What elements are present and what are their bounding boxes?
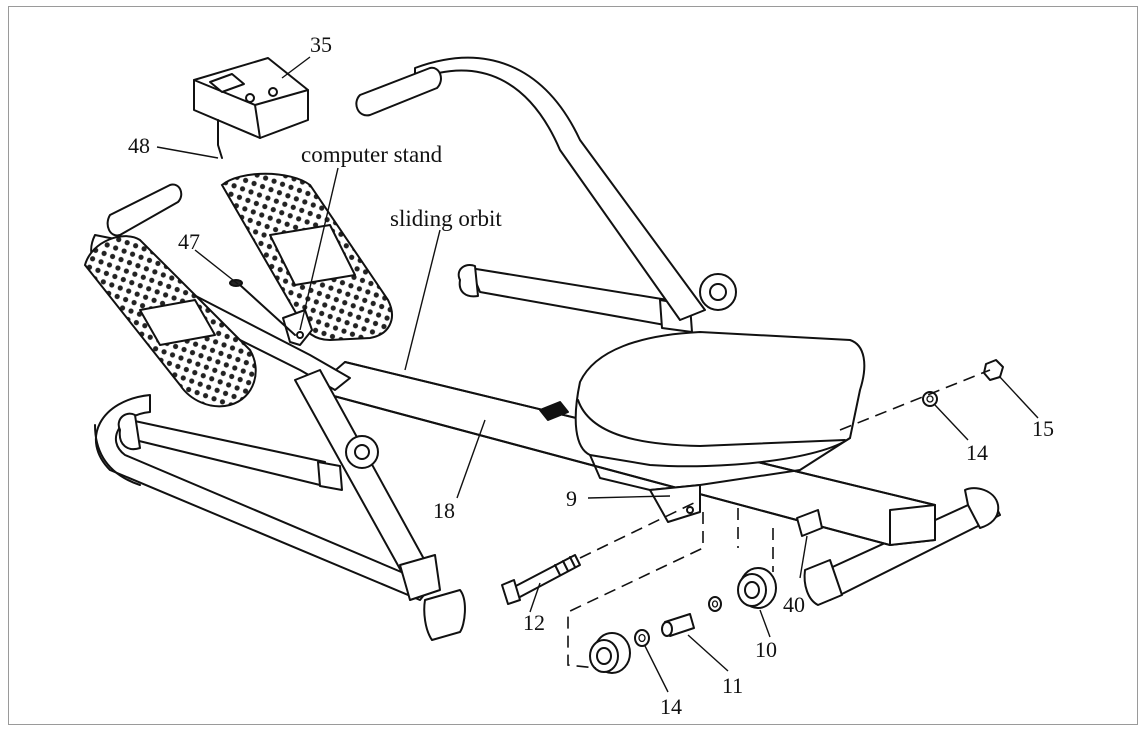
leader-lines [156, 56, 1039, 693]
label-11: 11 [722, 673, 743, 698]
label-14-right: 14 [966, 440, 988, 465]
label-40: 40 [783, 592, 805, 617]
front-stabilizer [803, 487, 1001, 606]
label-47: 47 [178, 229, 200, 254]
label-computer-stand: computer stand [301, 142, 443, 167]
label-10: 10 [755, 637, 777, 662]
washer-14-left-hole [638, 633, 646, 643]
end-cap-40 [796, 509, 823, 537]
right-footrest [220, 172, 393, 342]
bolt-12 [501, 554, 581, 605]
assembly-lines [567, 369, 991, 669]
washer-14-right [922, 391, 938, 407]
washer-14-right-hole [926, 395, 934, 403]
wheel-left [589, 632, 631, 674]
left-handle-frame [90, 183, 466, 641]
washer-small-right [708, 596, 722, 612]
bushing-11 [661, 613, 695, 637]
label-9: 9 [566, 486, 577, 511]
labels: 35 48 computer stand 47 sliding orbit 18… [128, 32, 1054, 719]
washer-14-left [634, 629, 650, 647]
wheel-10 [737, 567, 777, 609]
label-15: 15 [1032, 416, 1054, 441]
computer-stand [282, 309, 313, 346]
label-14-left: 14 [660, 694, 682, 719]
label-12: 12 [523, 610, 545, 635]
sensor-47 [229, 279, 296, 336]
right-handle-arm [355, 56, 737, 321]
exploded-hardware [501, 359, 1004, 674]
left-footrest [83, 235, 257, 408]
seat [574, 331, 866, 523]
left-resistance-cylinder [117, 412, 379, 491]
label-48: 48 [128, 133, 150, 158]
label-18: 18 [433, 498, 455, 523]
label-sliding-orbit: sliding orbit [390, 206, 502, 231]
washer-small-right-hole [711, 600, 719, 608]
label-35: 35 [310, 32, 332, 57]
computer-monitor [193, 57, 309, 159]
